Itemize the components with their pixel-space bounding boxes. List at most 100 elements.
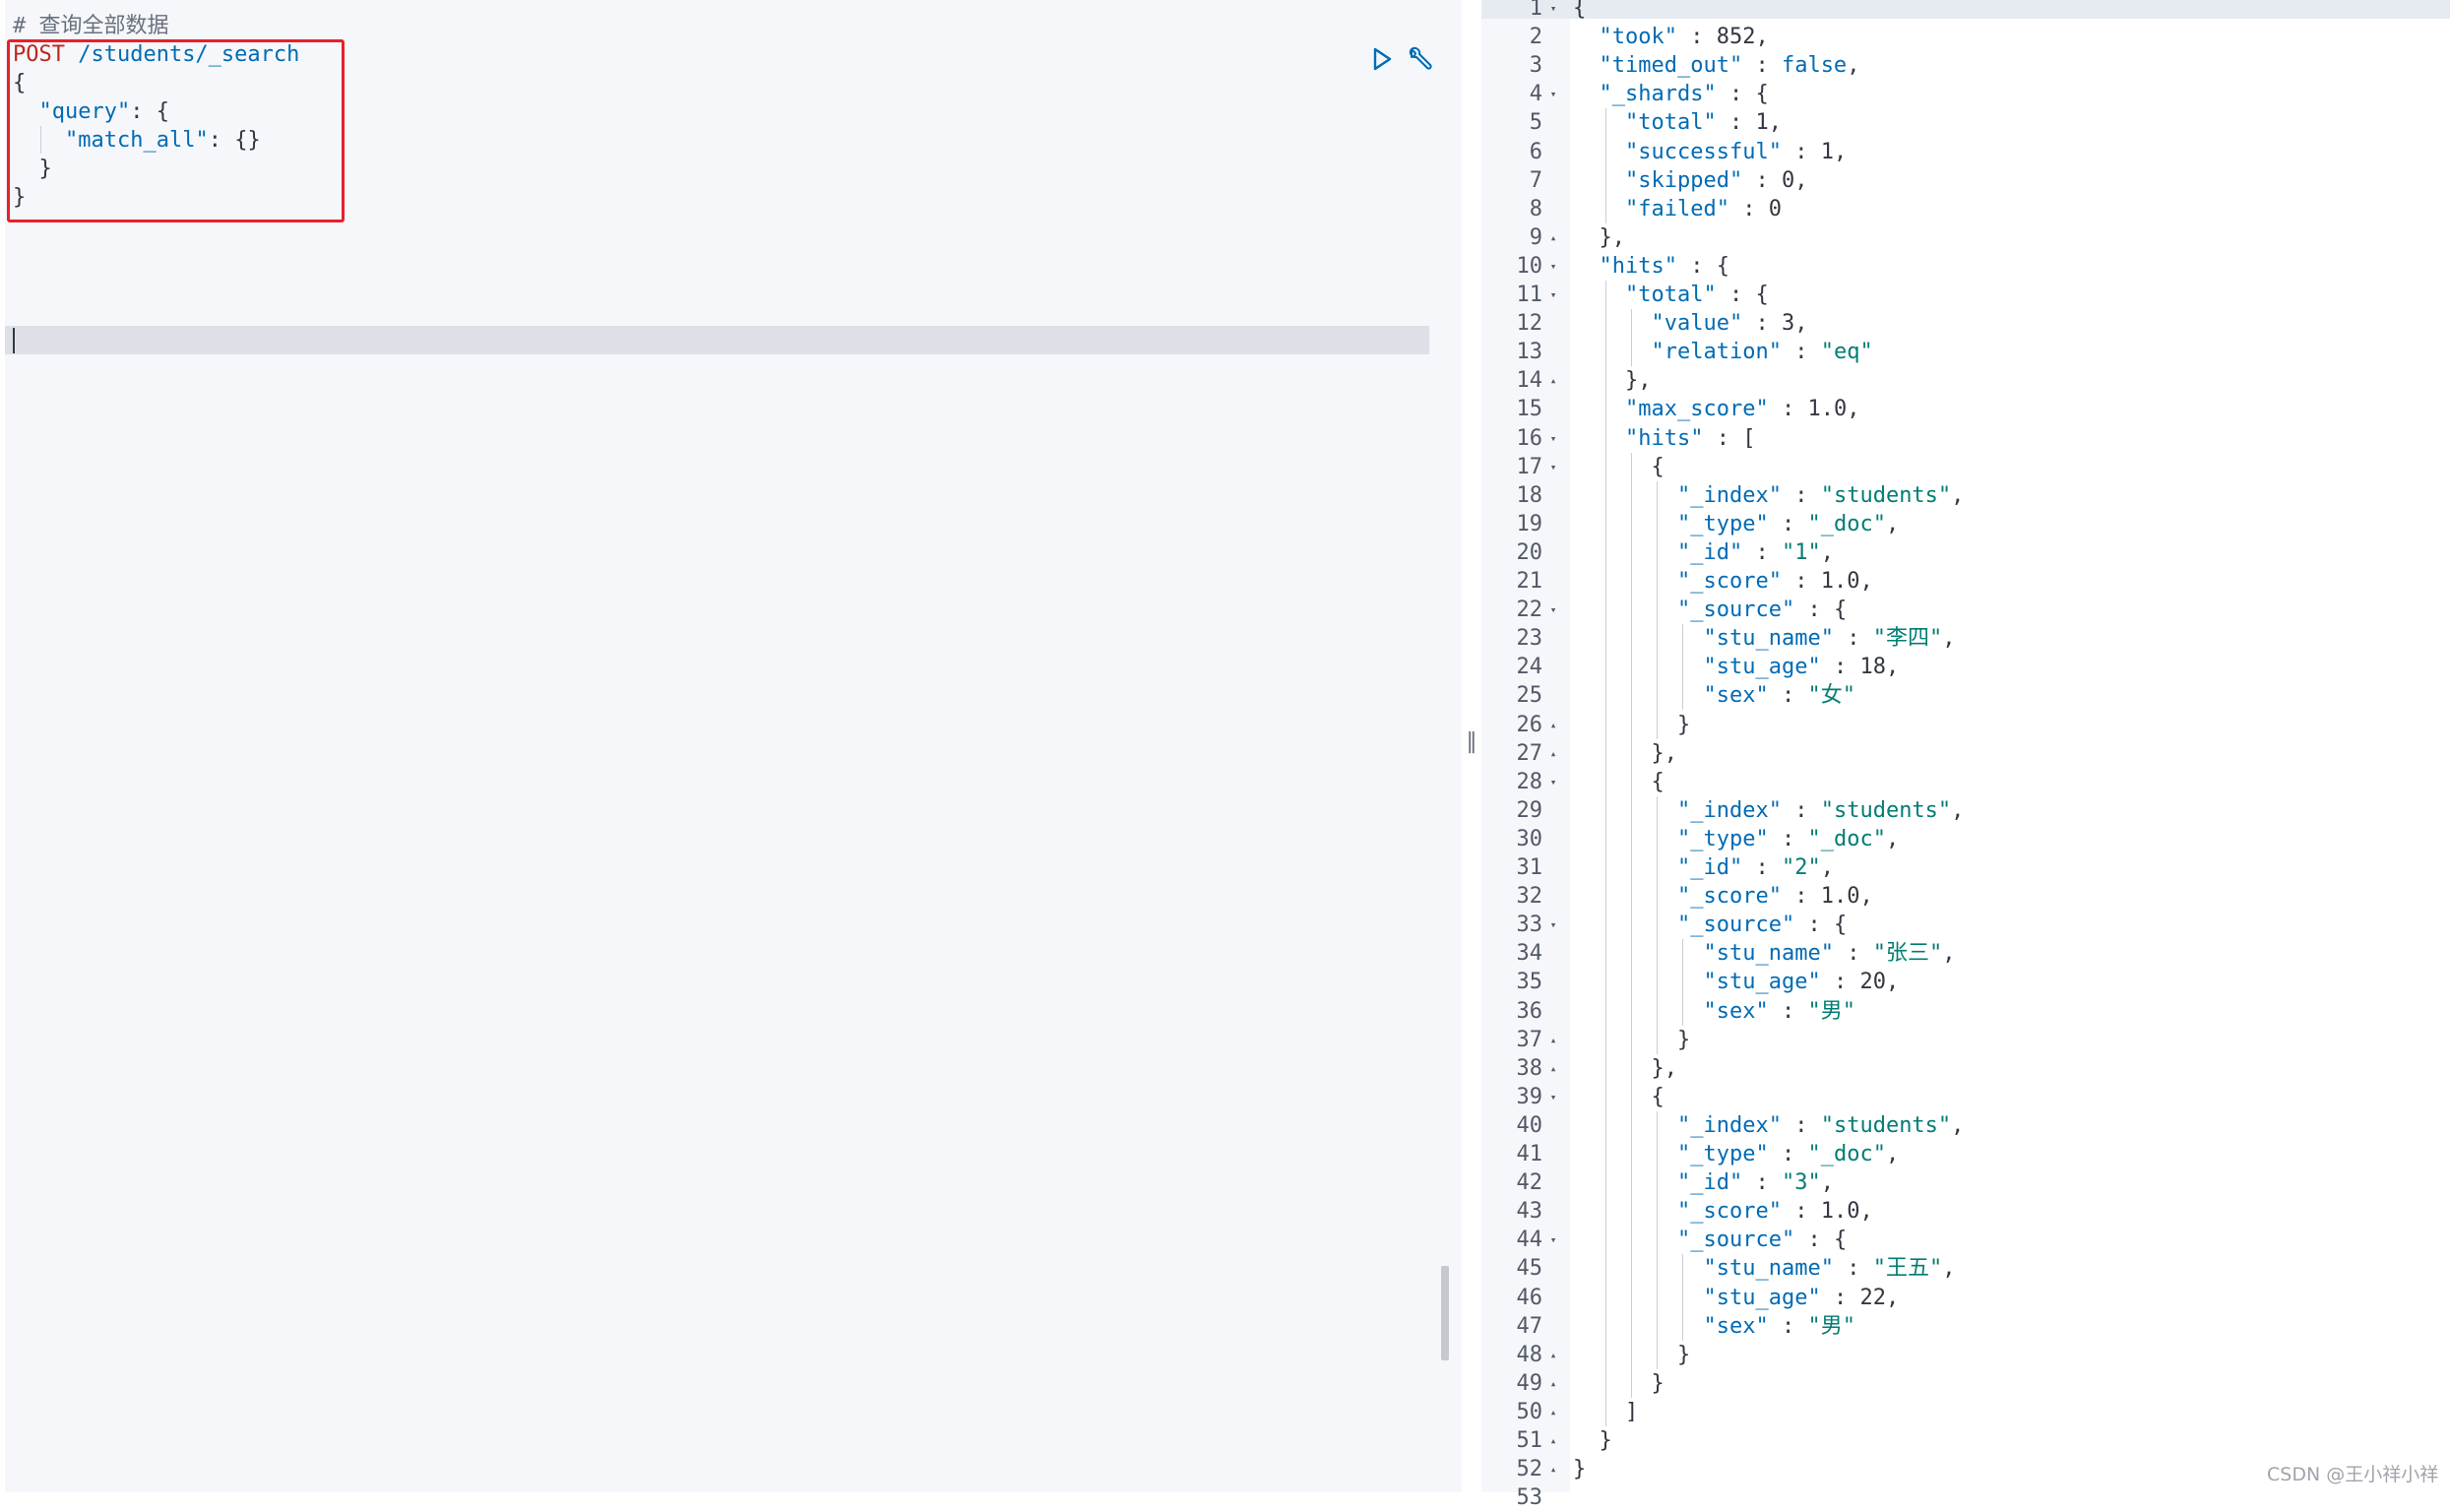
indent-guide [1631, 452, 1632, 1398]
line-number: 1 [1529, 0, 1542, 21]
response-line: } [1573, 1457, 1587, 1482]
fold-expand-icon[interactable]: ▴ [1549, 746, 1557, 760]
line-number: 3 [1529, 53, 1542, 79]
line-number: 47 [1516, 1313, 1543, 1339]
fold-expand-icon[interactable]: ▴ [1549, 374, 1557, 388]
response-line: "stu_age" : 18, [1703, 655, 1900, 680]
request-comment: # 查询全部数据 [13, 14, 169, 38]
line-number: 7 [1529, 167, 1542, 193]
response-line: "hits" : { [1599, 253, 1729, 279]
fold-collapse-icon[interactable]: ▾ [1549, 88, 1557, 101]
response-line: "total" : 1, [1625, 110, 1782, 136]
fold-collapse-icon[interactable]: ▾ [1549, 918, 1557, 932]
request-body-line: } [38, 157, 52, 181]
request-body-line: } [13, 185, 27, 210]
fold-expand-icon[interactable]: ▴ [1549, 1376, 1557, 1390]
response-line: "stu_age" : 20, [1703, 970, 1900, 995]
line-number: 39 [1516, 1084, 1543, 1109]
indent-guide [1605, 281, 1606, 1426]
fold-collapse-icon[interactable]: ▾ [1549, 775, 1557, 788]
response-line: "failed" : 0 [1625, 196, 1782, 221]
play-icon[interactable] [1368, 45, 1396, 73]
fold-collapse-icon[interactable]: ▾ [1549, 603, 1557, 617]
response-line: ] [1625, 1399, 1639, 1424]
fold-collapse-icon[interactable]: ▾ [1549, 2, 1557, 15]
fold-collapse-icon[interactable]: ▾ [1549, 1090, 1557, 1103]
line-number: 20 [1516, 539, 1543, 565]
line-number: 21 [1516, 569, 1543, 594]
indent-guide [1657, 480, 1658, 739]
response-line: "successful" : 1, [1625, 139, 1848, 164]
line-number: 45 [1516, 1256, 1543, 1282]
wrench-icon[interactable] [1406, 45, 1433, 73]
response-line: "sex" : "男" [1703, 1313, 1855, 1339]
response-line: "max_score" : 1.0, [1625, 397, 1860, 422]
request-body-line: "query": { [38, 99, 169, 124]
line-number: 40 [1516, 1112, 1543, 1138]
line-number: 29 [1516, 797, 1543, 823]
line-number: 18 [1516, 482, 1543, 508]
response-line: "timed_out" : false, [1599, 53, 1860, 79]
response-line: { [1573, 0, 1587, 21]
response-line: "_source" : { [1677, 913, 1848, 938]
response-line: "stu_name" : "王五", [1703, 1256, 1956, 1282]
response-line: { [1651, 1084, 1665, 1109]
request-line: POST /students/_search [13, 40, 299, 69]
fold-expand-icon[interactable]: ▴ [1549, 1434, 1557, 1447]
response-line: "_index" : "students", [1677, 797, 1965, 823]
line-number: 53 [1516, 1485, 1543, 1511]
response-line: "_score" : 1.0, [1677, 1199, 1873, 1225]
response-line: } [1677, 1027, 1691, 1052]
line-number: 50 [1516, 1399, 1543, 1424]
fold-collapse-icon[interactable]: ▾ [1549, 460, 1557, 473]
scrollbar[interactable] [1441, 1266, 1449, 1360]
pane-splitter[interactable]: ‖ [1462, 0, 1481, 1492]
fold-expand-icon[interactable]: ▴ [1549, 230, 1557, 244]
fold-collapse-icon[interactable]: ▾ [1549, 288, 1557, 301]
line-number: 22 [1516, 598, 1543, 623]
fold-collapse-icon[interactable]: ▾ [1549, 1233, 1557, 1247]
line-number: 27 [1516, 740, 1543, 766]
indent-guide [40, 126, 41, 154]
line-number: 12 [1516, 311, 1543, 337]
text-cursor [13, 328, 15, 353]
active-line [5, 326, 1429, 354]
request-body-line: "match_all": {} [65, 128, 261, 153]
fold-expand-icon[interactable]: ▴ [1549, 1405, 1557, 1418]
response-line: "stu_name" : "李四", [1703, 626, 1956, 652]
response-line: } [1677, 712, 1691, 737]
line-number: 10 [1516, 253, 1543, 279]
fold-expand-icon[interactable]: ▴ [1549, 718, 1557, 731]
line-number: 49 [1516, 1370, 1543, 1396]
line-number: 23 [1516, 626, 1543, 652]
line-number: 2 [1529, 25, 1542, 50]
fold-collapse-icon[interactable]: ▾ [1549, 259, 1557, 273]
line-number: 41 [1516, 1142, 1543, 1166]
response-line: "_score" : 1.0, [1677, 884, 1873, 910]
request-editor[interactable]: # 查询全部数据 POST /students/_search { "query… [5, 0, 1462, 1492]
fold-expand-icon[interactable]: ▴ [1549, 1033, 1557, 1046]
response-line: "took" : 852, [1599, 25, 1769, 50]
indent-guide [1631, 309, 1632, 367]
response-line: } [1599, 1428, 1612, 1453]
line-number: 24 [1516, 655, 1543, 680]
line-number: 4 [1529, 82, 1542, 107]
request-actions [1368, 43, 1433, 75]
splitter-handle[interactable]: ‖ [1466, 729, 1477, 754]
response-line: "_source" : { [1677, 598, 1848, 623]
line-number: 32 [1516, 884, 1543, 910]
response-line: "_source" : { [1677, 1228, 1848, 1253]
fold-expand-icon[interactable]: ▴ [1549, 1463, 1557, 1477]
response-line: "_index" : "students", [1677, 482, 1965, 508]
fold-collapse-icon[interactable]: ▾ [1549, 431, 1557, 445]
response-line: "_type" : "_doc", [1677, 826, 1900, 851]
response-line: { [1651, 769, 1665, 794]
fold-expand-icon[interactable]: ▴ [1549, 1061, 1557, 1075]
response-line: "total" : { [1625, 283, 1769, 307]
response-line: "_shards" : { [1599, 82, 1769, 107]
fold-expand-icon[interactable]: ▴ [1549, 1348, 1557, 1361]
indent-guide [1682, 624, 1683, 711]
indent-guide [1682, 1254, 1683, 1341]
response-line: "value" : 3, [1651, 311, 1808, 337]
response-line: "_id" : "1", [1677, 539, 1834, 565]
